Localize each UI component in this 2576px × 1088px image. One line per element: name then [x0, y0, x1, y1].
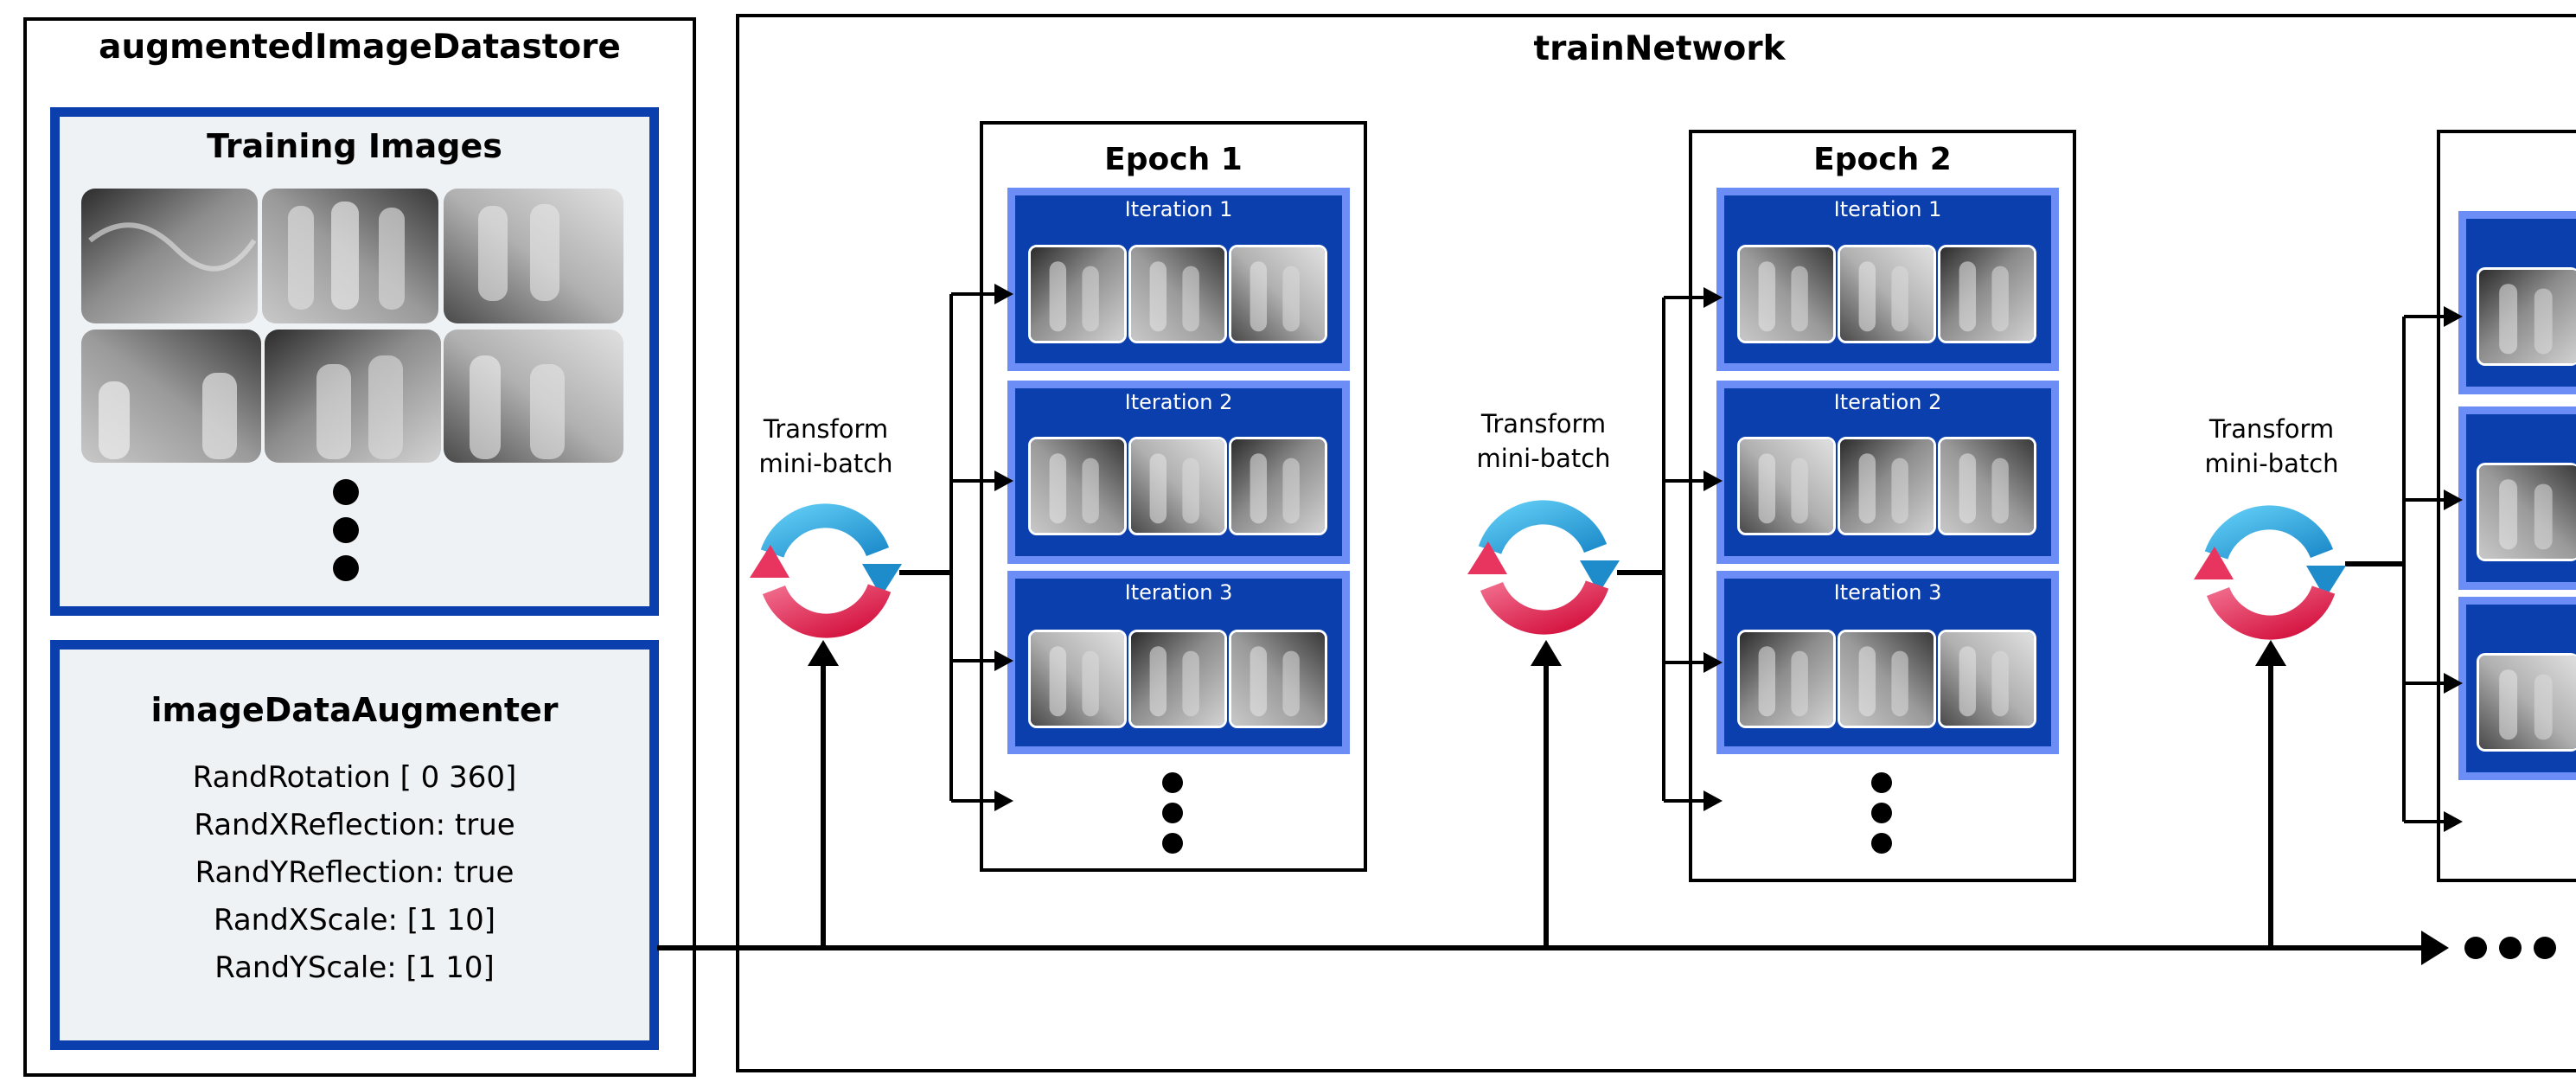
xray-thumbnail	[1838, 630, 1936, 728]
ellipsis-dots-icon	[2534, 937, 2556, 959]
datastore-title: augmentedImageDatastore	[99, 28, 621, 67]
transform-label-line1: Transform	[763, 414, 889, 444]
iteration-title: Iteration 3	[1833, 580, 1942, 605]
transform-label: Transform mini-batch	[752, 412, 899, 481]
transform-label-line2: mini-batch	[1476, 444, 1611, 473]
xray-thumbnail	[1838, 437, 1936, 535]
xray-thumbnail	[1229, 245, 1327, 343]
param-rand-y-reflection: RandYReflection: true	[195, 855, 515, 890]
arrow-icon	[2255, 640, 2286, 666]
xray-thumbnail	[1938, 437, 2036, 535]
xray-image	[81, 330, 261, 463]
xray-thumbnail	[1028, 437, 1127, 535]
xray-thumbnail	[1229, 630, 1327, 728]
xray-thumbnail	[1229, 437, 1327, 535]
arrow-icon	[808, 640, 839, 666]
xray-thumbnail	[2477, 267, 2576, 366]
ellipsis-dots-icon	[2499, 937, 2522, 959]
iteration-title: Iteration 1	[1124, 197, 1233, 221]
param-rand-x-reflection: RandXReflection: true	[194, 808, 515, 842]
iteration-title: Iteration 3	[1124, 580, 1233, 605]
xray-thumbnail	[1737, 630, 1836, 728]
transform-label: Transform mini-batch	[1470, 406, 1617, 476]
xray-image	[444, 189, 623, 323]
param-rand-rotation: RandRotation [ 0 360]	[192, 760, 517, 795]
xray-thumbnail	[1128, 630, 1227, 728]
ellipsis-dots-icon	[1162, 833, 1183, 854]
xray-thumbnail	[1737, 437, 1836, 535]
transform-label-line1: Transform	[2208, 414, 2335, 444]
iteration-title: Iteration 2	[1124, 390, 1233, 414]
ellipsis-dots-icon	[333, 555, 359, 581]
transform-label-line2: mini-batch	[2204, 449, 2339, 478]
xray-image	[444, 330, 623, 463]
ellipsis-dots-icon	[333, 479, 359, 505]
xray-thumbnail	[2477, 653, 2576, 752]
xray-thumbnail	[1028, 630, 1127, 728]
transform-label-line1: Transform	[1480, 409, 1607, 438]
ellipsis-dots-icon	[1871, 772, 1892, 793]
arrow-icon	[1531, 640, 1562, 666]
augmenter-title: imageDataAugmenter	[150, 691, 559, 729]
xray-thumbnail	[1128, 437, 1227, 535]
epoch-title: Epoch 2	[1813, 142, 1952, 177]
arrow-icon	[2421, 931, 2449, 965]
xray-image	[265, 330, 441, 463]
cycle-arrows-icon	[750, 503, 902, 638]
ellipsis-dots-icon	[1162, 772, 1183, 793]
cycle-arrows-icon	[1467, 500, 1620, 635]
iteration-title: Iteration 1	[1833, 197, 1942, 221]
image-data-augmenter-box: imageDataAugmenter RandRotation [ 0 360]…	[50, 640, 659, 1050]
iteration-title: Iteration 2	[1833, 390, 1942, 414]
xray-image	[81, 189, 258, 323]
ellipsis-dots-icon	[1162, 803, 1183, 823]
xray-thumbnail	[1938, 245, 2036, 343]
transform-label: Transform mini-batch	[2198, 412, 2345, 481]
training-images-title: Training Images	[207, 127, 502, 165]
xray-thumbnail	[1128, 245, 1227, 343]
xray-thumbnail	[1938, 630, 2036, 728]
ellipsis-dots-icon	[1871, 803, 1892, 823]
xray-thumbnail	[1028, 245, 1127, 343]
ellipsis-dots-icon	[1871, 833, 1892, 854]
xray-thumbnail	[2477, 463, 2576, 561]
param-rand-x-scale: RandXScale: [1 10]	[213, 903, 496, 938]
ellipsis-dots-icon	[2464, 937, 2487, 959]
xray-thumbnail	[1737, 245, 1836, 343]
xray-image	[262, 189, 438, 323]
param-rand-y-scale: RandYScale: [1 10]	[214, 950, 495, 985]
transform-label-line2: mini-batch	[758, 449, 893, 478]
cycle-arrows-icon	[2194, 505, 2346, 640]
ellipsis-dots-icon	[333, 517, 359, 543]
epoch-title: Epoch 1	[1104, 142, 1243, 177]
xray-thumbnail	[1838, 245, 1936, 343]
train-network-title: trainNetwork	[1533, 29, 1786, 68]
